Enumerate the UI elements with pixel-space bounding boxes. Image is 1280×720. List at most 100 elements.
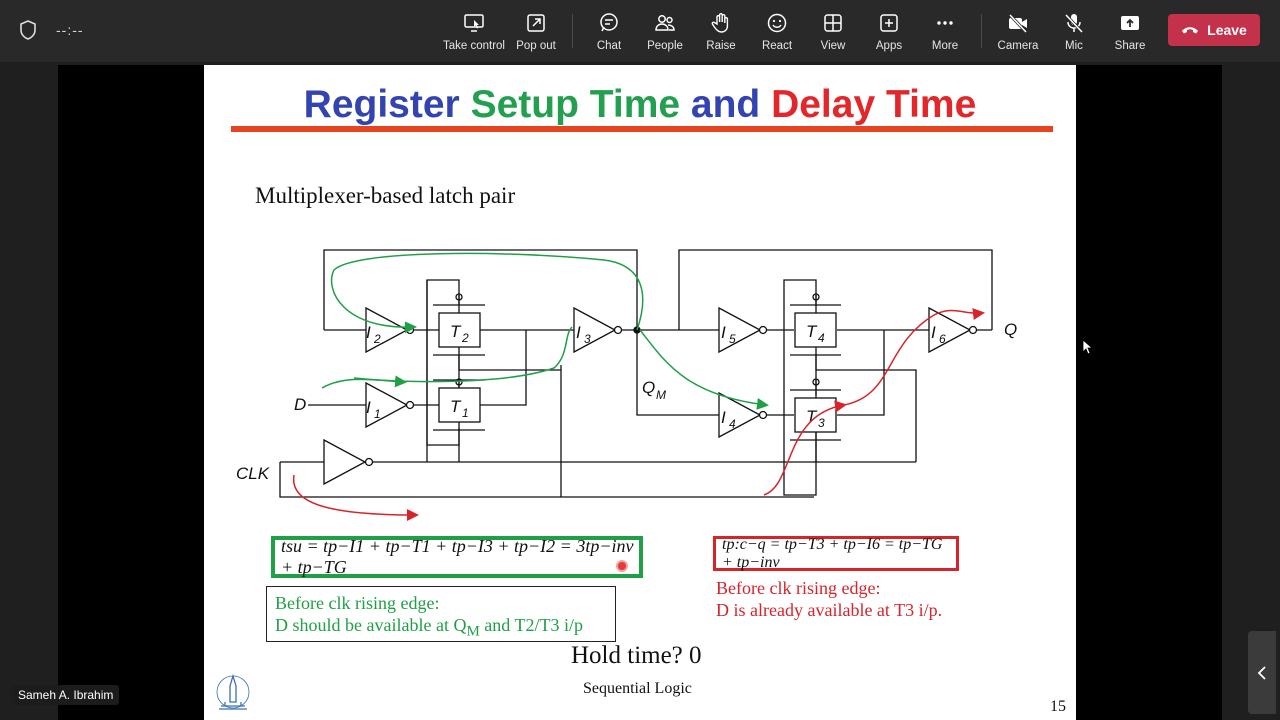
chevron-left-icon	[1257, 665, 1266, 680]
label-i5-sub: 5	[729, 332, 736, 346]
shield-icon[interactable]	[19, 20, 37, 40]
people-icon	[655, 15, 675, 31]
view-icon	[824, 14, 842, 32]
leave-label: Leave	[1207, 22, 1247, 38]
view-button[interactable]: View	[801, 10, 865, 56]
people-button[interactable]: People	[633, 10, 697, 56]
label-i4: I	[721, 408, 726, 427]
apps-button[interactable]: Apps	[857, 10, 921, 56]
presentation-slide: Register Setup Time and Delay Time Multi…	[204, 65, 1076, 720]
slide-title: Register Setup Time and Delay Time	[204, 83, 1076, 127]
delay-note: Before clk rising edge: D is already ava…	[716, 577, 942, 621]
label-i4-sub: 4	[729, 417, 736, 431]
toolbar-divider	[572, 14, 573, 48]
chat-label: Chat	[596, 40, 622, 52]
react-icon	[767, 13, 787, 33]
setup-note-line2-sub: M	[466, 623, 480, 640]
transmission-gates	[433, 304, 841, 441]
expand-panel-button[interactable]	[1248, 631, 1276, 714]
label-t1-sub: 1	[462, 406, 469, 420]
university-logo-icon	[216, 673, 250, 710]
title-underline	[231, 126, 1053, 132]
setup-time-equation: tsu = tp−I1 + tp−T1 + tp−I3 + tp−I2 = 3t…	[271, 536, 643, 578]
more-icon	[937, 21, 953, 25]
meeting-toolbar: --:-- Take control Pop out Chat People R…	[0, 0, 1280, 62]
delay-path-annotation	[292, 308, 985, 521]
share-label: Share	[1114, 40, 1146, 52]
raise-hand-button[interactable]: Raise	[689, 10, 753, 56]
take-control-icon	[464, 14, 484, 32]
label-qm-sub: M	[656, 388, 666, 402]
phone-hangup-icon	[1182, 27, 1199, 34]
mic-button[interactable]: Mic	[1042, 10, 1106, 56]
setup-note-line2-pre: D should be available at Q	[275, 615, 467, 635]
label-q: Q	[1004, 320, 1017, 339]
slide-page-number: 15	[1050, 698, 1066, 715]
apps-label: Apps	[875, 40, 903, 52]
label-clk: CLK	[236, 464, 270, 483]
label-i1-sub: 1	[374, 407, 381, 421]
circuit-wires	[279, 249, 993, 498]
take-control-button[interactable]: Take control	[442, 10, 506, 56]
camera-label: Camera	[997, 40, 1039, 52]
apps-icon	[880, 14, 898, 32]
chat-button[interactable]: Chat	[577, 10, 641, 56]
hold-time-question: Hold time? 0	[571, 642, 702, 669]
title-part-delay-time: Delay Time	[771, 83, 977, 126]
label-t4-sub: 4	[818, 331, 825, 345]
setup-note-line1: Before clk rising edge:	[275, 593, 440, 613]
setup-note-line2-post: and T2/T3 i/p	[479, 615, 583, 635]
setup-note: Before clk rising edge: D should be avai…	[266, 586, 616, 642]
label-i6-sub: 6	[939, 332, 946, 346]
camera-off-icon	[1008, 13, 1028, 34]
title-part-and: and	[690, 83, 772, 126]
camera-button[interactable]: Camera	[986, 10, 1050, 56]
label-i2: I	[366, 323, 371, 342]
pop-out-label: Pop out	[516, 40, 556, 52]
raise-hand-icon	[711, 13, 729, 33]
mic-label: Mic	[1065, 40, 1083, 52]
label-t3-sub: 3	[818, 416, 825, 430]
label-i3-sub: 3	[584, 332, 591, 346]
react-label: React	[761, 40, 793, 52]
setup-note-line2: D should be available at QM and T2/T3 i/…	[275, 614, 607, 643]
share-button[interactable]: Share	[1098, 10, 1162, 56]
meeting-timer: --:--	[56, 22, 84, 38]
label-i3: I	[576, 323, 581, 342]
label-i2-sub: 2	[373, 332, 381, 346]
slide-subtitle: Multiplexer-based latch pair	[255, 183, 516, 208]
label-t2: T	[450, 322, 462, 341]
raise-label: Raise	[706, 40, 736, 52]
more-label: More	[931, 40, 959, 52]
label-t2-sub: 2	[461, 331, 469, 345]
title-part-register: Register	[303, 83, 471, 126]
label-t4: T	[806, 322, 818, 341]
label-t3: T	[806, 407, 818, 426]
more-button[interactable]: More	[913, 10, 977, 56]
mouse-cursor-icon	[1083, 340, 1093, 354]
title-part-setup-time: Setup Time	[470, 83, 691, 126]
share-icon	[1121, 16, 1139, 30]
people-label: People	[647, 40, 683, 52]
mic-off-icon	[1064, 13, 1084, 34]
setup-path-annotation	[321, 252, 769, 410]
view-label: View	[820, 40, 846, 52]
leave-button[interactable]: Leave	[1168, 14, 1260, 46]
label-i6: I	[931, 323, 936, 342]
setup-equation-text: tsu = tp−I1 + tp−T1 + tp−I3 + tp−I2 = 3t…	[281, 536, 634, 577]
take-control-label: Take control	[442, 40, 505, 52]
delay-equation-text: tp:c−q = tp−T3 + tp−I6 = tp−TG + tp−inv	[722, 535, 943, 571]
label-qm: Q	[642, 378, 655, 397]
laser-pointer-dot	[616, 560, 628, 572]
pop-out-icon	[527, 14, 545, 32]
pop-out-button[interactable]: Pop out	[504, 10, 568, 56]
chat-icon	[600, 13, 618, 32]
delay-note-line1: Before clk rising edge:	[716, 578, 881, 598]
react-button[interactable]: React	[745, 10, 809, 56]
toolbar-divider	[981, 14, 982, 48]
label-i1: I	[366, 398, 371, 417]
delay-note-line2: D is already available at T3 i/p.	[716, 600, 943, 620]
presenter-name-tag: Sameh A. Ibrahim	[12, 685, 120, 705]
